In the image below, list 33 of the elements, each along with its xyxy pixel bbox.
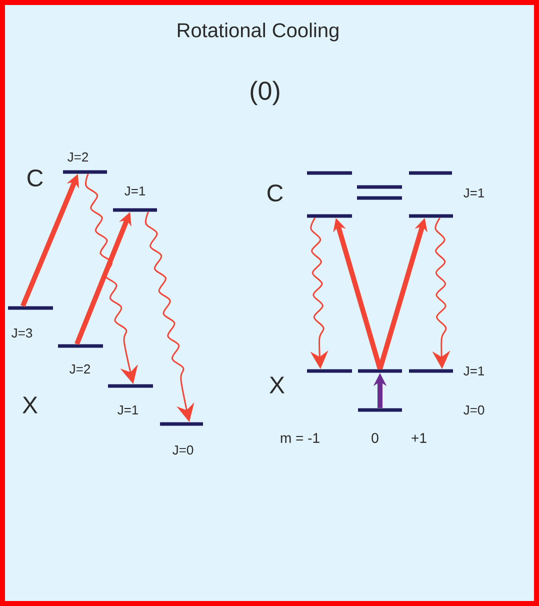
axis-letter: X (22, 396, 38, 414)
energy-level-bar (357, 185, 402, 189)
level-label: J=1 (118, 405, 138, 415)
energy-level-bar (358, 408, 402, 412)
energy-level-bar (108, 384, 153, 388)
energy-level-bar (357, 196, 402, 200)
energy-level-bar (409, 369, 453, 373)
energy-level-bar (409, 214, 453, 218)
energy-level-bar (307, 171, 352, 175)
index-label: m = -1 (280, 433, 320, 443)
index-label: 0 (372, 433, 378, 443)
level-label: J=3 (12, 328, 32, 338)
energy-level-bar (58, 344, 103, 348)
level-label: J=0 (464, 405, 484, 415)
energy-level-bar (307, 214, 352, 218)
axis-letter: C (28, 170, 43, 186)
axis-letter: X (270, 376, 284, 394)
level-label: J=2 (68, 152, 88, 162)
level-label: J=1 (124, 186, 146, 196)
index-label: +1 (412, 433, 426, 443)
energy-level-bar (8, 306, 53, 310)
axis-letter: C (268, 184, 283, 202)
subtitle: (0) (250, 80, 280, 106)
energy-level-bar (409, 171, 452, 175)
title: Rotational Cooling (178, 22, 338, 42)
energy-level-bar (307, 369, 352, 373)
energy-level-bar (160, 422, 203, 426)
energy-level-bar (63, 170, 107, 174)
level-label: J=1 (464, 188, 484, 198)
level-label: J=2 (70, 364, 90, 374)
energy-level-bar (358, 369, 402, 373)
level-label: J=0 (172, 445, 194, 455)
energy-level-bar (113, 208, 157, 212)
